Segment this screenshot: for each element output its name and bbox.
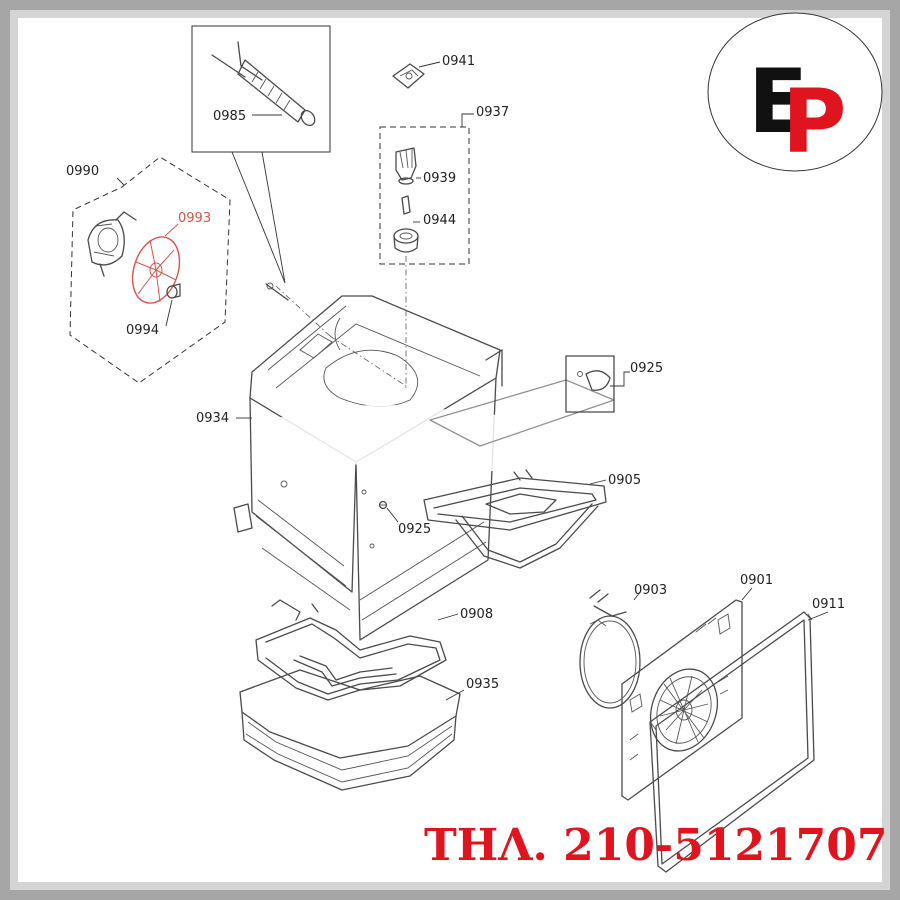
callout-0990: 0990: [66, 164, 99, 179]
callout-0911: 0911: [812, 597, 845, 612]
top-heater-0925: [429, 355, 630, 447]
sensor-probe-0985: [211, 41, 316, 127]
circular-heater-0903: [579, 589, 641, 709]
callout-0934: 0934: [196, 411, 229, 426]
door-gasket-0911: [649, 611, 815, 873]
oven-cavity-0934: [233, 295, 600, 641]
bottom-heater-0908: [255, 599, 447, 701]
callout-0908: 0908: [460, 607, 493, 622]
fan-nut-0994: [166, 283, 181, 299]
lamp-socket-0944: [393, 228, 419, 253]
insulation-0935: [239, 669, 461, 791]
callout-0939: 0939: [423, 171, 456, 186]
callout-0994: 0994: [126, 323, 159, 338]
callout-0901: 0901: [740, 573, 773, 588]
callout-0903: 0903: [634, 583, 667, 598]
callout-0941: 0941: [442, 54, 475, 69]
lamp-assembly-0937: 0937 0939 0944: [379, 105, 509, 390]
callout-0905: 0905: [608, 473, 641, 488]
callout-0925-screw: 0925: [398, 522, 431, 537]
grill-heater-0905: [423, 469, 607, 569]
fan-motor: [87, 211, 137, 277]
logo-letter-p: P: [782, 70, 847, 173]
callout-0993: 0993: [178, 211, 211, 226]
ep-logo: E P: [707, 12, 883, 173]
callout-0935: 0935: [466, 677, 499, 692]
callout-0985: 0985: [213, 109, 246, 124]
phone-number: ΤΗΛ. 210-5121707: [424, 820, 888, 871]
probe-connector: [265, 282, 289, 301]
lamp-cover-0939: [395, 147, 417, 185]
detail-box-0985: 0985: [191, 25, 331, 284]
fan-blade-0993: [131, 236, 181, 304]
lamp-bulb: [401, 195, 411, 215]
callout-0937: 0937: [476, 105, 509, 120]
callout-0944: 0944: [423, 213, 456, 228]
logo-letter-e: E: [748, 50, 808, 153]
screw-0925: [378, 500, 388, 510]
back-panel-0901: [621, 599, 743, 801]
clip-0941: 0941: [392, 54, 475, 89]
fan-motor-assembly-0990: 0990 0993 0994: [66, 156, 231, 384]
callout-0925-top: 0925: [630, 361, 663, 376]
